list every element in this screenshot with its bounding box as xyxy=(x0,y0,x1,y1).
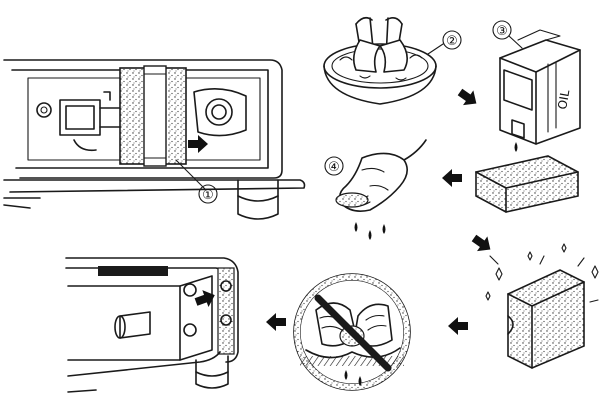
oil-label: OIL xyxy=(555,88,572,110)
step-4-label: ④ xyxy=(328,160,340,175)
step-2-label: ② xyxy=(446,34,458,49)
pull-arrow-icon xyxy=(188,135,208,153)
washing-illustration: ② xyxy=(323,16,462,105)
drip-icon xyxy=(354,222,358,232)
flow-arrow-icon xyxy=(266,313,286,331)
drip-icon xyxy=(368,230,372,240)
drip-icon xyxy=(382,224,386,234)
step-1-label: ① xyxy=(202,188,214,203)
prohibited-slash-icon xyxy=(314,294,392,372)
clean-filter-illustration xyxy=(485,243,599,369)
filter-removal-illustration: ① xyxy=(3,59,306,220)
flow-arrow-icon xyxy=(442,169,462,187)
flow-arrow-icon xyxy=(448,317,468,335)
reinstall-illustration xyxy=(65,257,239,393)
oil-bottle-illustration: OIL ③ xyxy=(492,20,581,152)
flow-arrow-icon xyxy=(468,230,496,257)
sparkle-icon xyxy=(485,243,599,303)
squeeze-illustration: ④ xyxy=(324,139,427,240)
step-3-label: ③ xyxy=(496,24,508,39)
oil-drop-icon xyxy=(514,142,518,152)
oiled-filter-illustration xyxy=(475,155,579,213)
do-not-wring-illustration xyxy=(293,273,411,391)
flow-arrow-icon xyxy=(454,84,482,111)
